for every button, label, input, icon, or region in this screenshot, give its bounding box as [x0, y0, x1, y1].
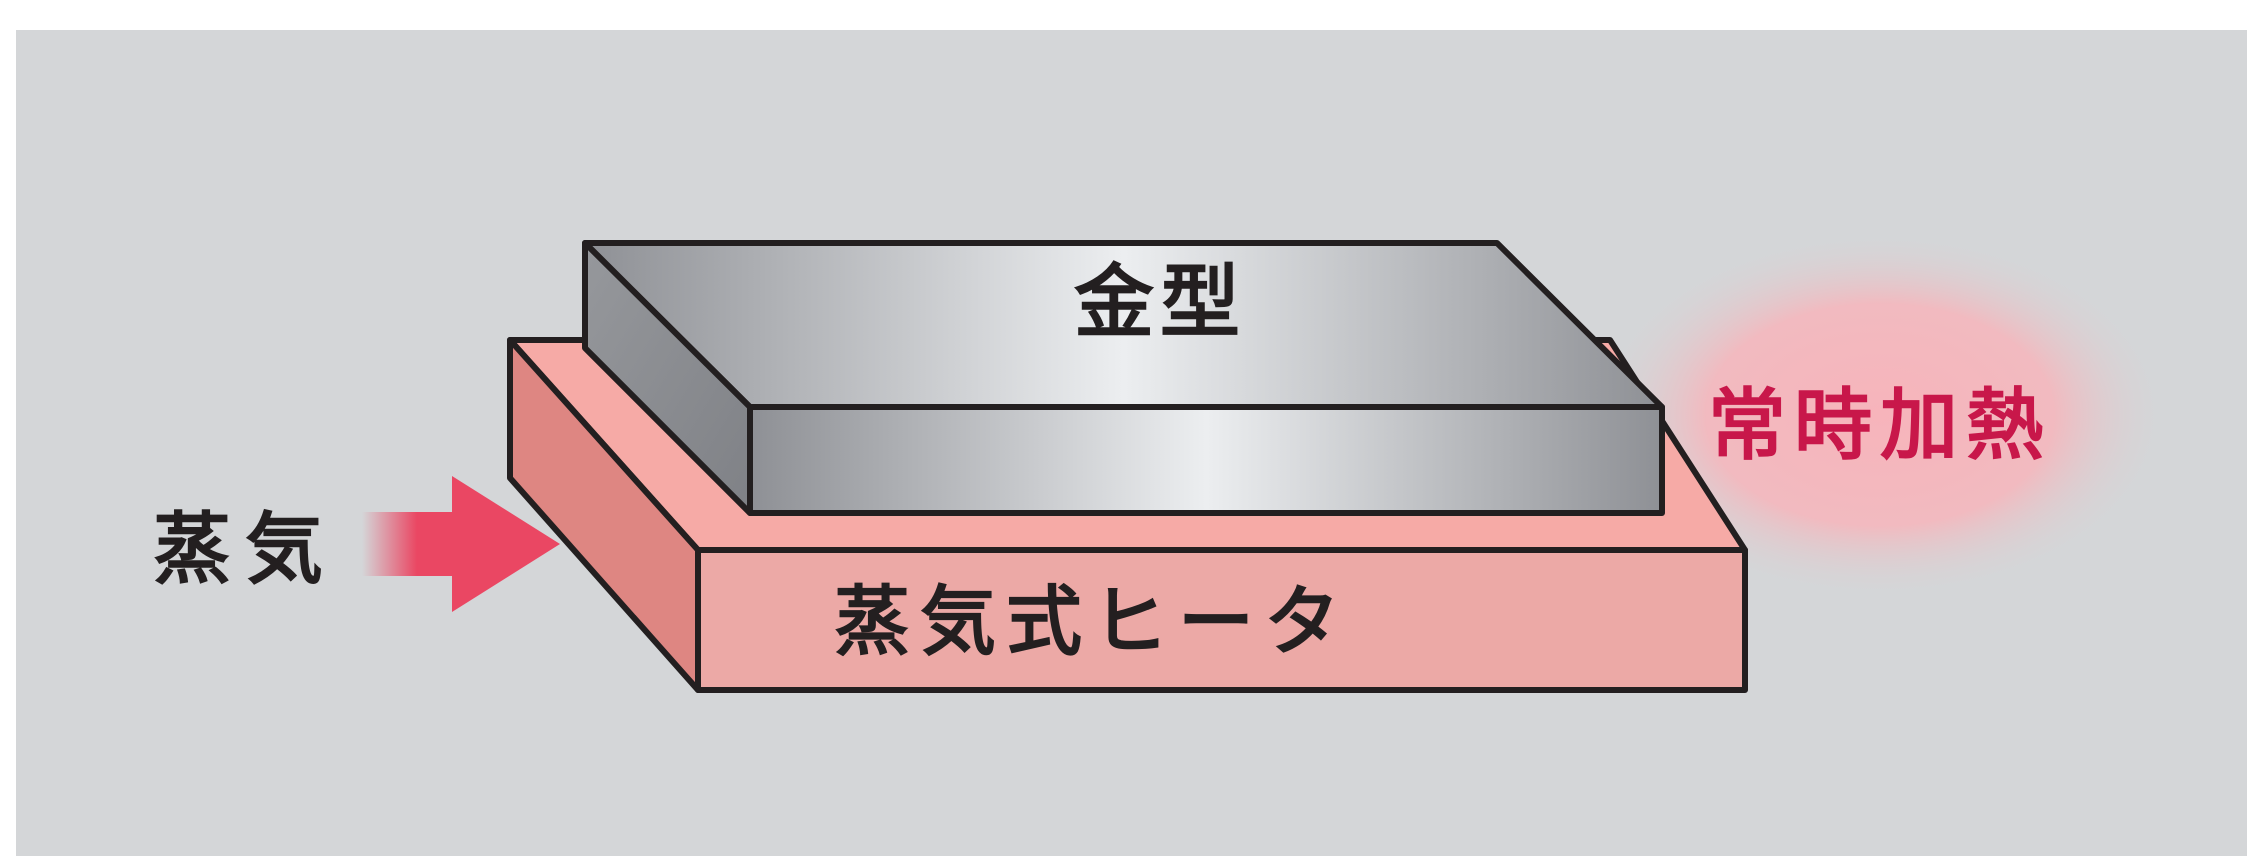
- mold-label: 金型: [1073, 256, 1246, 349]
- arrow-right-icon: [362, 476, 560, 612]
- constant-heating-label: 常時加熱: [1708, 381, 2052, 471]
- heater-label: 蒸気式ヒータ: [834, 577, 1350, 666]
- heater-front-face: [695, 547, 1748, 693]
- mold-front-face: [747, 404, 1665, 516]
- heating-glow: [1590, 230, 2170, 600]
- steam-label: 蒸気: [153, 505, 337, 595]
- steam-arrow-shaft: [362, 512, 462, 576]
- mold-block: [582, 240, 1665, 516]
- steam-arrow-head: [452, 476, 560, 612]
